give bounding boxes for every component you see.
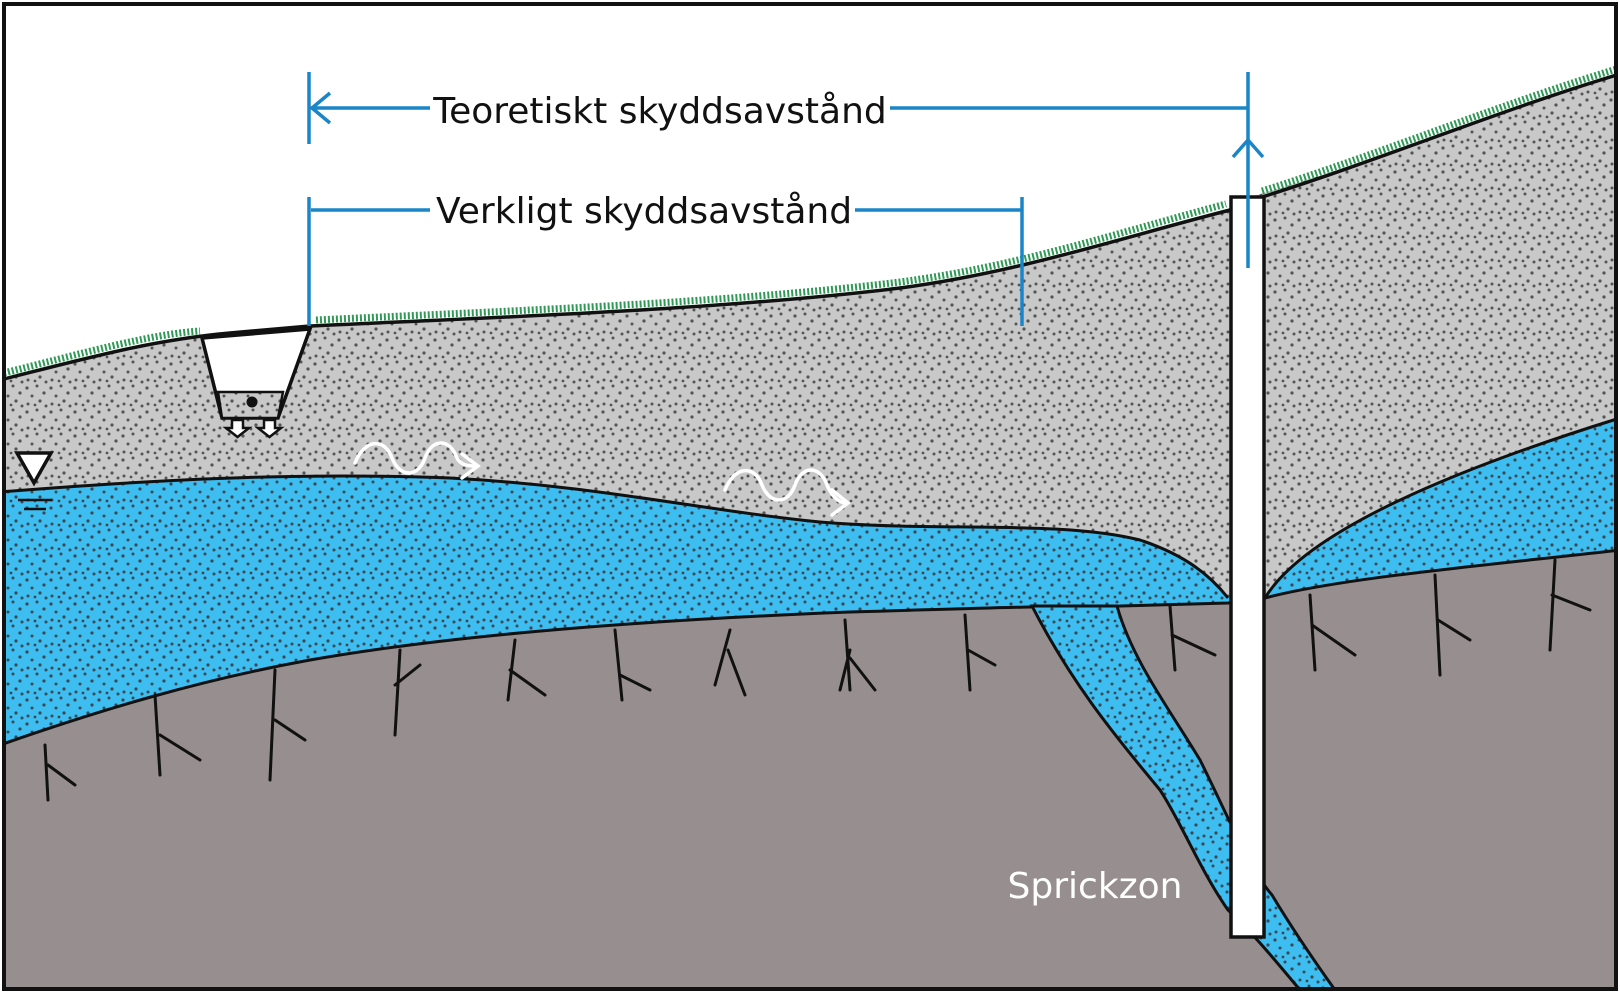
groundwater-surface-line [4,417,1616,599]
flow-arrow-icon [353,441,481,480]
grass [4,65,1616,377]
actual-distance-label: Verkligt skyddsavstånd [436,191,852,232]
well-casing [1229,195,1266,939]
flow-arrow-icon [723,468,851,517]
ground-surface-line [4,73,1616,381]
theoretical-distance-dimension [307,72,1265,268]
infiltration-trench [199,327,313,439]
actual-distance-dimension [307,197,1024,326]
theoretical-distance-label: Teoretiskt skyddsavstånd [432,91,887,132]
water-table-symbol [13,451,55,511]
bedrock-cracks [43,558,1592,802]
fracture-zone-label: Sprickzon [1008,866,1183,907]
